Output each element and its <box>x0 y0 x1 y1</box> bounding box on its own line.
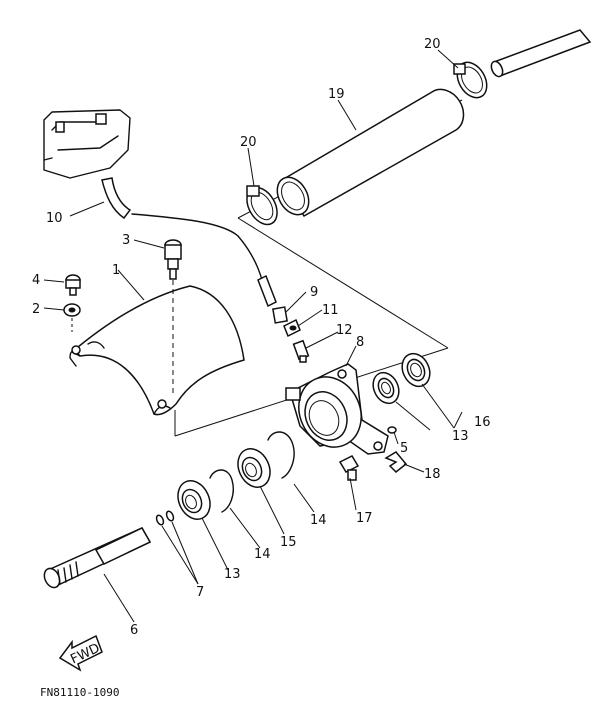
callout-16: 16 <box>474 415 491 430</box>
fwd-label: FWD <box>68 641 102 667</box>
callout-20-upper: 20 <box>424 37 441 52</box>
drive-shaft-top <box>490 29 592 78</box>
callout-11: 11 <box>322 303 339 318</box>
callout-13-lower: 13 <box>224 567 241 582</box>
leader-lines <box>43 49 463 623</box>
callout-13-upper: 13 <box>452 429 469 444</box>
callout-2: 2 <box>32 302 40 317</box>
callout-7: 7 <box>196 585 204 600</box>
part-12-nipple <box>292 339 310 363</box>
part-20-clamp-lower <box>246 185 278 226</box>
part-7-o-rings <box>155 510 175 526</box>
part-14-circlip-left <box>209 469 234 513</box>
part-2-washer <box>63 303 81 332</box>
part-17-bolt <box>338 455 360 481</box>
callout-14-right: 14 <box>310 513 327 528</box>
part-16-seal <box>401 352 431 388</box>
part-1-housing-cover <box>69 285 245 416</box>
callout-15: 15 <box>280 535 297 550</box>
part-13-bearing-upper <box>372 371 400 405</box>
part-13-bearing-lower <box>177 480 211 520</box>
callout-4: 4 <box>32 273 40 288</box>
callout-14-left: 14 <box>254 547 271 562</box>
part-11-fitting <box>283 318 301 338</box>
callout-8: 8 <box>356 335 364 350</box>
part-20-clamp-upper <box>453 61 488 99</box>
callout-10: 10 <box>46 211 63 226</box>
callout-9: 9 <box>310 285 318 300</box>
part-4-bolt <box>65 274 81 296</box>
part-8-bearing-housing <box>285 363 389 455</box>
engine-block-detail <box>43 109 131 179</box>
figure-code: FN81110-1090 <box>40 686 119 699</box>
part-3-nipple <box>164 239 182 395</box>
callout-3: 3 <box>122 233 130 248</box>
callout-6: 6 <box>130 623 138 638</box>
callout-1: 1 <box>112 263 120 278</box>
part-10-hose <box>101 177 277 308</box>
callout-20-lower: 20 <box>240 135 257 150</box>
part-6-drive-shaft <box>43 527 152 589</box>
callout-17: 17 <box>356 511 373 526</box>
callout-18: 18 <box>424 467 441 482</box>
part-15-bearing <box>237 448 271 488</box>
part-5-pin <box>387 426 397 434</box>
callout-5: 5 <box>400 441 408 456</box>
callout-12: 12 <box>336 323 353 338</box>
fwd-arrow-icon <box>58 634 103 672</box>
callout-19: 19 <box>328 87 345 102</box>
part-14-circlip-right <box>267 431 295 479</box>
part-19-tube <box>276 88 465 218</box>
callout-labels: 1 2 3 4 5 6 7 8 9 10 11 12 13 13 14 14 1… <box>32 37 491 638</box>
part-18-clip <box>384 451 408 474</box>
part-9-joint <box>272 306 288 324</box>
